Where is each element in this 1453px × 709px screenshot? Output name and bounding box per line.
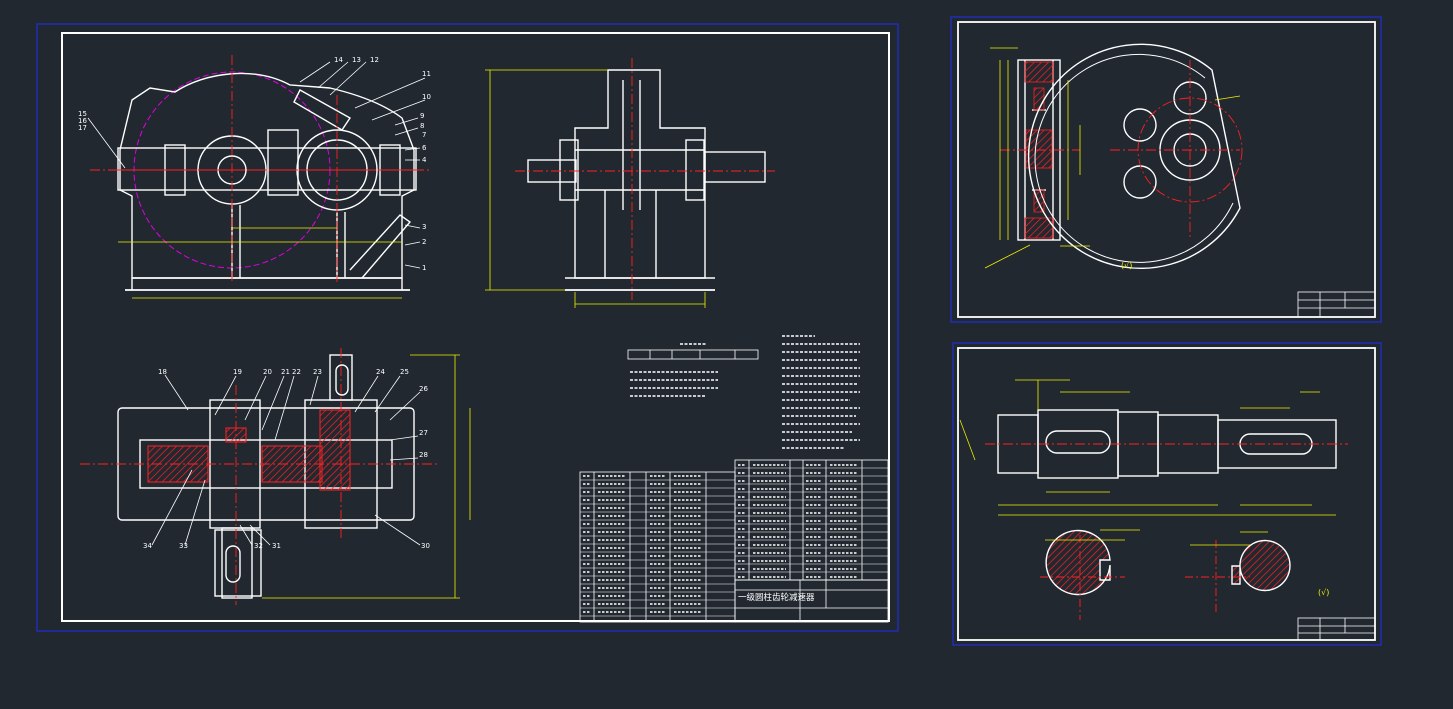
section-centerlines	[1040, 535, 1250, 620]
front-elevation-view	[117, 71, 417, 291]
front-dimensions	[118, 227, 402, 299]
part-number-label: 6	[422, 144, 427, 152]
shaft-title-block	[1297, 617, 1376, 641]
part-number-label: 25	[400, 368, 409, 376]
parts-list-text	[583, 464, 858, 613]
sheet-main-frame	[61, 32, 890, 622]
part-number-label: 28	[419, 451, 428, 459]
parts-list-rows	[580, 467, 888, 617]
parts-list-table	[579, 459, 889, 623]
part-number-label: 18	[158, 368, 167, 376]
front-centerlines	[90, 55, 430, 282]
shaft-section-a	[1045, 529, 1111, 596]
part-number-label: 12	[370, 56, 379, 64]
part-number-label: 31	[272, 542, 281, 550]
part-number-label: 27	[419, 429, 428, 437]
sheet-gear-border	[950, 16, 1382, 323]
part-number-label: 17	[78, 124, 87, 132]
part-number-label: 23	[313, 368, 322, 376]
front-leaders	[87, 61, 426, 269]
gear-dimensions	[984, 47, 1241, 269]
plan-centerlines	[80, 348, 440, 605]
side-centerlines	[515, 58, 775, 300]
plan-leaders	[151, 374, 421, 546]
shaft-surface-finish-note: (√)	[1318, 588, 1329, 597]
part-number-label: 26	[419, 385, 428, 393]
part-number-label: 16	[78, 117, 87, 125]
technical-characteristics-table	[627, 349, 759, 360]
part-number-label: 33	[179, 542, 188, 550]
side-dimensions	[485, 69, 706, 308]
housing-outline	[119, 72, 415, 279]
part-number-label: 9	[420, 112, 424, 120]
part-number-label: 20	[263, 368, 272, 376]
gear-title-block	[1297, 291, 1376, 318]
plan-hatch-gears	[147, 409, 351, 491]
front-part-numbers: 14 13 12 11 10 9 8 7 6 4 3 2 1 15 16 17	[78, 56, 431, 272]
sheet-main-assembly: 14 13 12 11 10 9 8 7 6 4 3 2 1 15 16 17	[36, 23, 899, 632]
side-elevation-view	[527, 69, 766, 291]
part-number-label: 1	[422, 264, 426, 272]
part-number-label: 8	[420, 122, 424, 130]
plan-dimensions	[262, 354, 471, 599]
shaft-section-b	[1231, 539, 1291, 592]
part-number-label: 32	[254, 542, 263, 550]
part-number-label: 34	[143, 542, 152, 550]
sheet-gear-frame	[957, 21, 1376, 318]
part-number-label: 11	[422, 70, 431, 78]
part-number-label: 14	[334, 56, 343, 64]
sheet-shaft-border	[952, 342, 1382, 646]
section-dimensions	[1045, 529, 1268, 546]
gear-section-hatch	[1024, 61, 1054, 239]
part-number-label: 4	[422, 156, 427, 164]
part-number-label: 19	[233, 368, 242, 376]
gear-centerlines	[1000, 60, 1243, 240]
part-number-label: 7	[422, 131, 426, 139]
part-number-label: 3	[422, 223, 426, 231]
gear-surface-finish-note: (√)	[1121, 261, 1132, 270]
part-number-label: 15	[78, 110, 87, 118]
part-number-label: 22	[292, 368, 301, 376]
part-number-label: 24	[376, 368, 385, 376]
technical-notes-text	[630, 335, 860, 449]
part-number-label: 21	[281, 368, 290, 376]
sheet-shaft-frame	[957, 347, 1376, 641]
part-number-label: 13	[352, 56, 361, 64]
part-number-label: 10	[422, 93, 431, 101]
sheet-shaft-detail: (√)	[952, 342, 1382, 646]
part-number-label: 30	[421, 542, 430, 550]
part-number-label: 2	[422, 238, 426, 246]
title-block-drawing-name: 一级圆柱齿轮减速器	[738, 592, 815, 603]
sheet-gear-detail: (√)	[950, 16, 1382, 323]
shaft-dimensions	[959, 379, 1336, 516]
plan-part-numbers: 18 19 20 21 22 23 24 25 26 27 28 30 31 3…	[143, 368, 430, 550]
sheet-main-border	[36, 23, 899, 632]
